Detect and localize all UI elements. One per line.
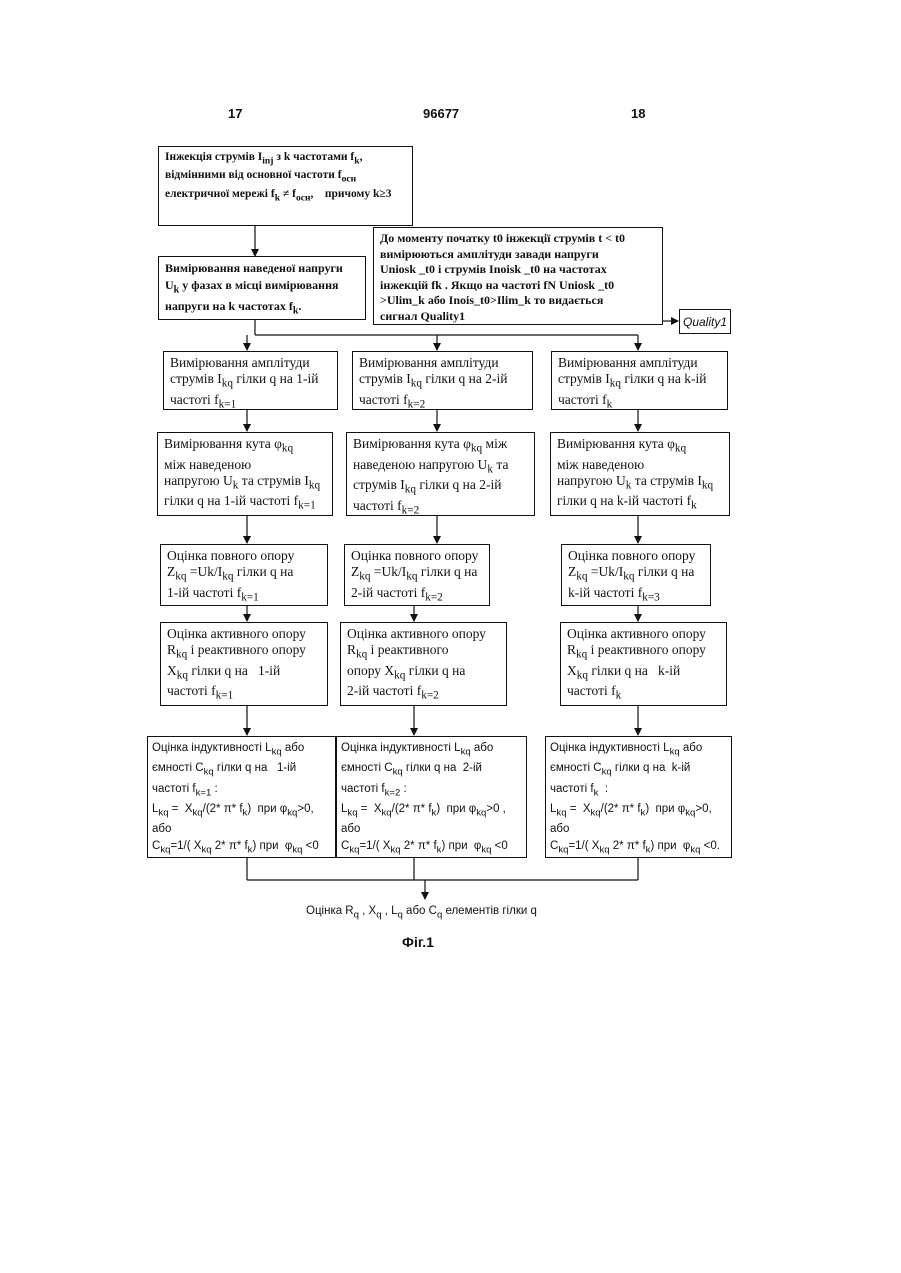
box-line: частоті fk=2 : <box>341 781 522 801</box>
box-line: між наведеною <box>164 457 326 473</box>
box-line: Lkq = Xkq/(2* π* fk) при φkq>0, <box>550 801 727 821</box>
box-line: напругою Uk та струмів Ikq <box>164 473 326 494</box>
box-line: Zkq =Uk/Ikq гілки q на <box>167 564 321 585</box>
box-line: або <box>152 821 331 838</box>
box-line: напругою Uk та струмів Ikq <box>557 473 723 494</box>
box-line: гілки q на k-ій частоті fk <box>557 493 723 514</box>
box-line: частоті fk=1 <box>170 392 331 413</box>
box-line: Lkq = Xkq/(2* π* fk) при φkq>0 , <box>341 801 522 821</box>
active-reactive-box-k: Оцінка активного опору Rkq і реактивного… <box>560 622 727 706</box>
box-line: частоті fk=1 : <box>152 781 331 801</box>
box-line: Оцінка повного опору <box>167 548 321 564</box>
angle-box-1: Вимірювання кута φkq між наведеною напру… <box>157 432 333 516</box>
box-line: ємності Ckq гілки q на 1-ій <box>152 760 331 780</box>
box-line: 2-ій частоті fk=2 <box>347 683 500 704</box>
amplitude-box-2: Вимірювання амплітуди струмів Ikq гілки … <box>352 351 533 410</box>
active-reactive-box-1: Оцінка активного опору Rkq і реактивного… <box>160 622 328 706</box>
box-line: струмів Ikq гілки q на 2-ій <box>353 477 528 498</box>
box-line: або <box>550 821 727 838</box>
result-label: Оцінка Rq , Xq , Lq або Cq елементів гіл… <box>306 905 537 920</box>
box-line: Оцінка повного опору <box>351 548 483 564</box>
inductance-box-1: Оцінка індуктивності Lkq або ємності Ckq… <box>147 736 336 858</box>
box-line: Ckq=1/( Xkq 2* π* fk) при φkq <0 <box>152 838 331 858</box>
box-line: Zkq =Uk/Ikq гілки q на <box>351 564 483 585</box>
box-line: Zkq =Uk/Ikq гілки q на <box>568 564 704 585</box>
box-line: Rkq і реактивного опору <box>167 642 321 663</box>
box-line: k-ій частоті fk=3 <box>568 585 704 606</box>
amplitude-box-1: Вимірювання амплітуди струмів Ikq гілки … <box>163 351 338 410</box>
box-line: Інжекція струмів Iinj з k частотами fk, <box>165 150 406 168</box>
box-line: 2-ій частоті fk=2 <box>351 585 483 606</box>
box-line: частоті fk=1 <box>167 683 321 704</box>
box-line: Вимірювання амплітуди <box>558 355 721 371</box>
box-line: частоті fk <box>558 392 721 413</box>
box-line: Оцінка активного опору <box>167 626 321 642</box>
box-line: Uk у фазах в місці вимірювання <box>165 277 359 298</box>
current-injection-box: Інжекція струмів Iinj з k частотами fk, … <box>158 146 413 226</box>
box-line: або <box>341 821 522 838</box>
box-line: Оцінка активного опору <box>347 626 500 642</box>
box-line: Xkq гілки q на k-ій <box>567 663 720 684</box>
quality-signal-box: Quality1 <box>679 309 731 334</box>
figure-label: Фіг.1 <box>402 934 434 950</box>
box-line: Вимірювання кута φkq між <box>353 436 528 457</box>
box-line: між наведеною <box>557 457 723 473</box>
inductance-box-k: Оцінка індуктивності Lkq або ємності Ckq… <box>545 736 732 858</box>
box-line: напруги на k частотах fk. <box>165 298 359 319</box>
box-line: ємності Ckq гілки q на k-ій <box>550 760 727 780</box>
box-line: Вимірювання кута φkq <box>164 436 326 457</box>
box-line: Xkq гілки q на 1-ій <box>167 663 321 684</box>
box-line: Оцінка повного опору <box>568 548 704 564</box>
box-line: наведеною напругою Uk та <box>353 457 528 478</box>
box-line: електричної мережі fk ≠ fосн, причому k≥… <box>165 187 406 205</box>
active-reactive-box-2: Оцінка активного опору Rkq і реактивного… <box>340 622 507 706</box>
box-line: Ckq=1/( Xkq 2* π* fk) при φkq <0. <box>550 838 727 858</box>
box-line: частоті fk=2 <box>359 392 526 413</box>
box-line: Uniosk _t0 і струмів Inoisk _t0 на часто… <box>380 262 656 278</box>
box-line: частоті fk=2 <box>353 498 528 519</box>
amplitude-box-k: Вимірювання амплітуди струмів Ikq гілки … <box>551 351 728 410</box>
box-line: Вимірювання амплітуди <box>359 355 526 371</box>
box-line: До моменту початку t0 інжекції струмів t… <box>380 231 656 247</box>
box-line: Rkq і реактивного опору <box>567 642 720 663</box>
box-line: Оцінка індуктивності Lkq або <box>550 740 727 760</box>
box-line: струмів Ikq гілки q на 1-ій <box>170 371 331 392</box>
box-line: Ckq=1/( Xkq 2* π* fk) при φkq <0 <box>341 838 522 858</box>
box-line: Оцінка індуктивності Lkq або <box>152 740 331 760</box>
angle-box-2: Вимірювання кута φkq між наведеною напру… <box>346 432 535 516</box>
box-line: Lkq = Xkq/(2* π* fk) при φkq>0, <box>152 801 331 821</box>
impedance-box-2: Оцінка повного опору Zkq =Uk/Ikq гілки q… <box>344 544 490 606</box>
impedance-box-k: Оцінка повного опору Zkq =Uk/Ikq гілки q… <box>561 544 711 606</box>
box-line: гілки q на 1-ій частоті fk=1 <box>164 493 326 514</box>
box-line: відмінними від основної частоти fосн <box>165 168 406 186</box>
box-line: 1-ій частоті fk=1 <box>167 585 321 606</box>
box-line: частоті fk : <box>550 781 727 801</box>
noise-measurement-box: До моменту початку t0 інжекції струмів t… <box>373 227 663 325</box>
box-line: >Ulim_k або Inois_t0>Ilim_k то видається <box>380 293 656 309</box>
voltage-measurement-box: Вимірювання наведеної напруги Uk у фазах… <box>158 256 366 320</box>
box-line: струмів Ikq гілки q на k-ій <box>558 371 721 392</box>
box-line: Вимірювання амплітуди <box>170 355 331 371</box>
impedance-box-1: Оцінка повного опору Zkq =Uk/Ikq гілки q… <box>160 544 328 606</box>
inductance-box-2: Оцінка індуктивності Lkq або ємності Ckq… <box>336 736 527 858</box>
box-line: струмів Ikq гілки q на 2-ій <box>359 371 526 392</box>
box-line: Вимірювання наведеної напруги <box>165 260 359 277</box>
box-line: Rkq і реактивного <box>347 642 500 663</box>
box-line: Оцінка активного опору <box>567 626 720 642</box>
box-line: Оцінка індуктивності Lkq або <box>341 740 522 760</box>
angle-box-k: Вимірювання кута φkq між наведеною напру… <box>550 432 730 516</box>
box-line: частоті fk <box>567 683 720 704</box>
box-line: ємності Ckq гілки q на 2-ій <box>341 760 522 780</box>
box-line: вимірюються амплітуди завади напруги <box>380 247 656 263</box>
box-line: опору Xkq гілки q на <box>347 663 500 684</box>
box-line: сигнал Quality1 <box>380 309 656 325</box>
box-line: інжекцій fk . Якщо на частоті fN Uniosk … <box>380 278 656 294</box>
box-line: Вимірювання кута φkq <box>557 436 723 457</box>
